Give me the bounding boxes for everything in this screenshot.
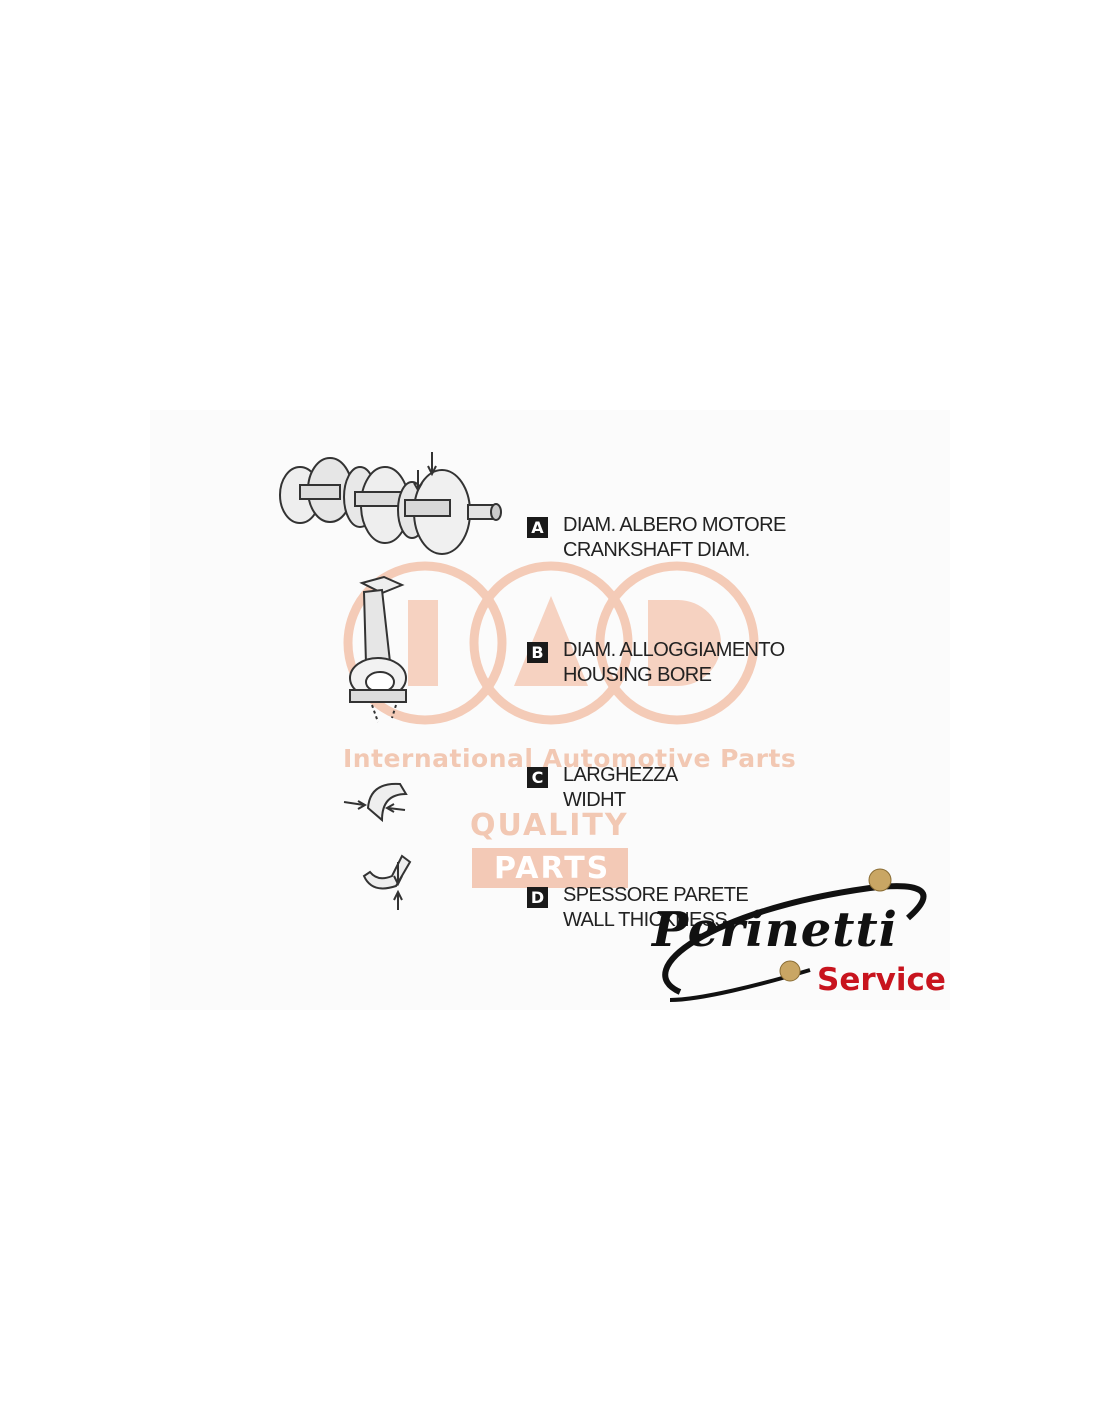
legend-text-a-italian: DIAM. ALBERO MOTORE: [563, 514, 786, 536]
legend-badge-d: D: [527, 887, 548, 908]
crankshaft-drawing: [279, 452, 502, 555]
perinetti-logo-swoosh: [662, 868, 927, 1002]
legend-badge-a: A: [527, 517, 548, 538]
legend-badge-b: B: [527, 642, 548, 663]
logo-wordmark: Perinetti: [652, 902, 898, 958]
legend-text-b-italian: DIAM. ALLOGGIAMENTO: [563, 639, 785, 661]
legend-text-c-italian: LARGHEZZA: [563, 764, 678, 786]
bearing-shell-thickness-drawing: [362, 854, 412, 910]
iap-watermark-logo: [343, 561, 759, 725]
watermark-company-name: International Automotive Parts: [343, 744, 797, 773]
watermark-parts-box: [472, 848, 628, 888]
logo-subtitle: Service: [817, 962, 946, 998]
bearing-shell-width-drawing: [343, 782, 408, 823]
legend-text-d-english: WALL THICKNESS: [563, 909, 728, 931]
watermark-parts: PARTS: [494, 851, 611, 886]
legend-text-b-english: HOUSING BORE: [563, 664, 712, 686]
watermark-quality: QUALITY: [470, 808, 629, 843]
legend-text-a-english: CRANKSHAFT DIAM.: [563, 539, 750, 561]
legend-text-c-english: WIDHT: [563, 789, 626, 811]
connecting-rod-drawing: [349, 575, 407, 723]
legend-text-d-italian: SPESSORE PARETE: [563, 884, 749, 906]
legend-badge-c: C: [527, 767, 548, 788]
iap-watermark-letters: [408, 596, 721, 686]
